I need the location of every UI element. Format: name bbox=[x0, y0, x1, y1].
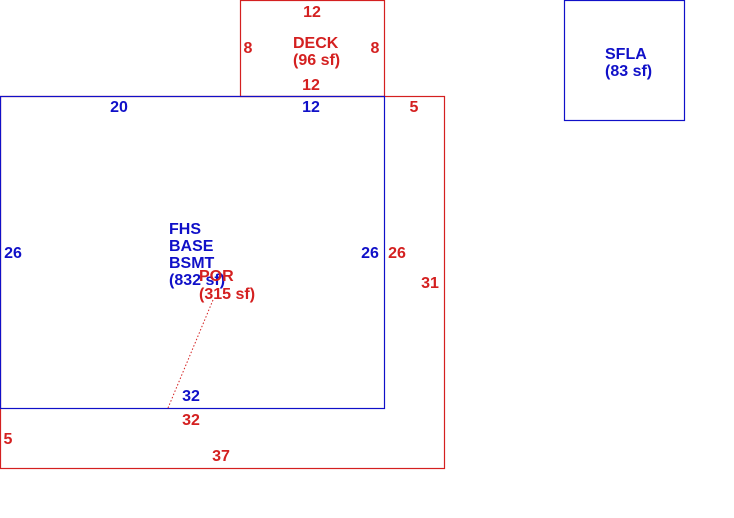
basement-dim-right: 26 bbox=[361, 245, 379, 262]
basement-dim-top-right: 12 bbox=[302, 99, 320, 116]
basement-area: (832 sf) bbox=[169, 272, 225, 289]
deck-dim-bottom: 12 bbox=[302, 77, 320, 94]
porch-dim-bottom: 37 bbox=[212, 448, 230, 465]
basement-label-bsmt: BSMT bbox=[169, 255, 215, 272]
basement-dim-left: 26 bbox=[4, 245, 22, 262]
porch-dim-inner-bottom: 32 bbox=[182, 412, 200, 429]
deck-area: (96 sf) bbox=[293, 52, 340, 69]
porch-dim-inner-left: 26 bbox=[388, 245, 406, 262]
porch-name: POR bbox=[199, 268, 234, 285]
basement-outline bbox=[0, 95, 386, 410]
deck-dim-top: 12 bbox=[303, 4, 321, 21]
deck-name: DECK bbox=[293, 35, 339, 52]
porch-dim-right: 31 bbox=[421, 275, 439, 292]
sfla-area: (83 sf) bbox=[605, 63, 652, 80]
basement-dim-top-left: 20 bbox=[110, 99, 128, 116]
basement-label-base: BASE bbox=[169, 238, 214, 255]
porch-dim-left: 5 bbox=[4, 431, 13, 448]
basement-dim-bottom: 32 bbox=[182, 388, 200, 405]
deck-dim-right: 8 bbox=[371, 40, 380, 57]
porch-dim-top: 5 bbox=[410, 99, 419, 116]
basement-label-fhs: FHS bbox=[169, 221, 201, 238]
deck-dim-left: 8 bbox=[244, 40, 253, 57]
porch-area: (315 sf) bbox=[199, 286, 255, 303]
sfla-outline bbox=[563, 0, 686, 122]
sfla-name: SFLA bbox=[605, 46, 647, 63]
